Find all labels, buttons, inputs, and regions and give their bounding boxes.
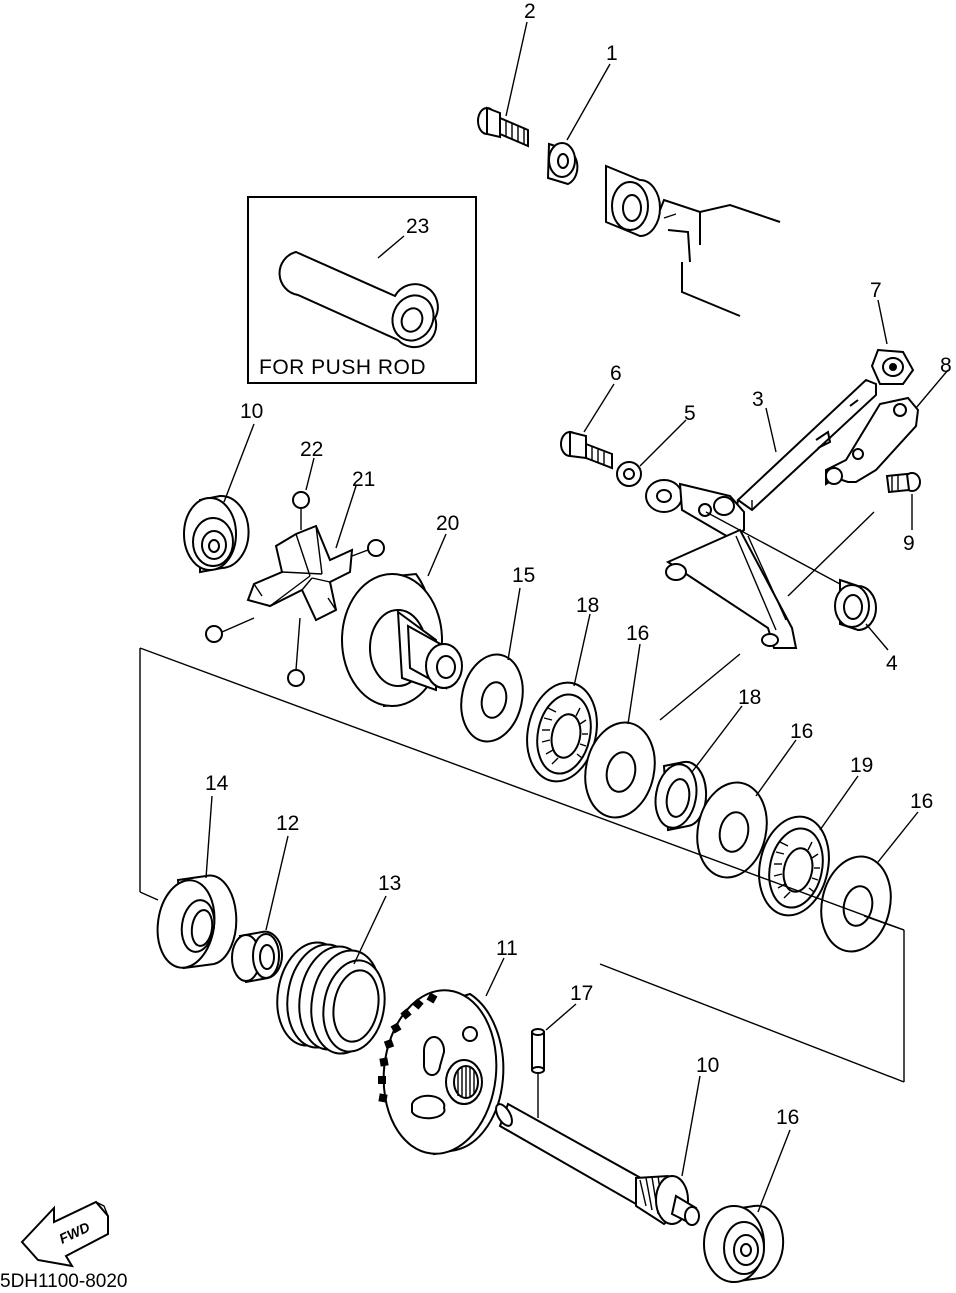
part-13-collar — [231, 930, 283, 984]
callout-16-b: 16 — [626, 622, 649, 645]
callout-14: 13 — [378, 872, 401, 895]
part-20-ball-plate — [246, 524, 354, 622]
callout-1: 1 — [606, 42, 618, 65]
callout-21: 22 — [300, 438, 323, 461]
shaft-housing — [605, 164, 781, 317]
callout-16-a: 15 — [512, 564, 535, 587]
part-3-lever — [735, 378, 877, 513]
part-2-bolt — [477, 106, 529, 148]
part-10-bearing-upper — [183, 494, 250, 574]
callout-15: 14 — [205, 772, 229, 795]
part-23-push-rod-collar — [278, 250, 439, 349]
assembly-guide-lines — [139, 647, 905, 1083]
part-12-gear — [378, 989, 505, 1156]
callout-10-upper: 10 — [240, 400, 263, 423]
diagram-code: 5DH1100-8020 — [0, 1271, 127, 1292]
callout-9: 9 — [903, 532, 915, 555]
callout-12: 11 — [496, 937, 518, 960]
part-1-washer — [546, 142, 579, 186]
part-10-bearing-lower — [703, 1204, 785, 1284]
callout-23: 23 — [406, 215, 429, 238]
part-7-nut — [870, 348, 915, 385]
callout-6: 6 — [610, 362, 622, 385]
callout-2: 2 — [524, 0, 536, 23]
push-rod-inset: 23 FOR PUSH ROD — [247, 196, 477, 384]
part-6-bolt — [560, 430, 613, 470]
callout-16-c: 16 — [790, 720, 813, 743]
callout-16-d: 16 — [910, 790, 933, 813]
callout-4: 4 — [886, 652, 898, 675]
callout-7: 7 — [870, 279, 882, 302]
fwd-arrow-icon: FWD — [20, 1200, 109, 1268]
lever-arm-body — [645, 479, 798, 649]
callout-18-b: 19 — [850, 754, 873, 777]
part-9-screw — [885, 472, 921, 494]
fwd-label: FWD — [57, 1219, 93, 1247]
part-19-shaft-flange — [341, 572, 463, 708]
part-14-spring — [276, 941, 386, 1055]
part-18-thrust-bearing-a — [526, 681, 598, 783]
part-16-washer-b — [584, 721, 656, 819]
callout-22: 17 — [570, 982, 593, 1005]
callout-11: 10 — [696, 1054, 719, 1077]
callout-5: 5 — [684, 402, 696, 425]
callout-3: 3 — [752, 388, 764, 411]
part-15-seal — [156, 874, 238, 970]
part-11-shaft — [495, 1102, 700, 1226]
part-16-washer-c — [696, 781, 768, 879]
part-5-washer — [616, 461, 642, 487]
callout-19: 20 — [436, 512, 459, 535]
callout-8: 8 — [940, 354, 952, 377]
callout-17: 18 — [738, 686, 761, 709]
inset-label: FOR PUSH ROD — [259, 356, 426, 379]
part-17-collar — [654, 760, 708, 832]
callout-18-a: 18 — [576, 594, 599, 617]
callout-13: 12 — [276, 812, 299, 835]
callout-20: 21 — [352, 468, 375, 491]
part-18-thrust-bearing-b — [758, 815, 830, 917]
part-22-pin — [531, 1028, 545, 1074]
part-21-balls — [205, 491, 385, 687]
part-16-washer-a — [460, 653, 524, 743]
callout-10-lower: 16 — [776, 1106, 799, 1129]
part-4-bushing — [834, 578, 877, 632]
